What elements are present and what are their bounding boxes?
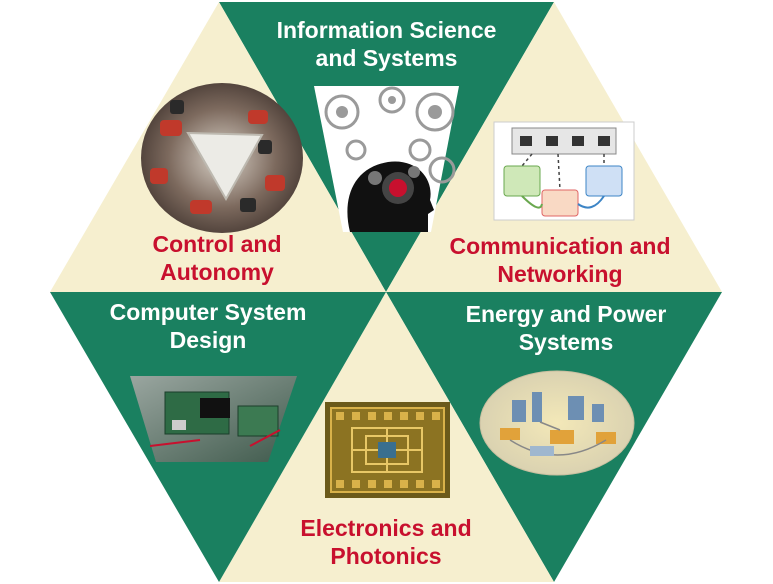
label-electronics-photonics: Electronics and Photonics <box>270 514 502 570</box>
label-line: Systems <box>518 329 614 355</box>
label-line: Information Science <box>276 17 497 43</box>
label-energy-power: Energy and Power Systems <box>438 300 694 356</box>
label-line: Networking <box>497 261 623 287</box>
circuit-board-icon <box>130 376 297 462</box>
label-line: Photonics <box>330 543 442 569</box>
gears-head-icon <box>314 86 459 232</box>
label-computer-system-design: Computer System Design <box>88 298 328 354</box>
label-line: Design <box>169 327 247 353</box>
label-line: Control and <box>152 231 282 257</box>
label-line: and Systems <box>315 45 458 71</box>
label-communication-networking: Communication and Networking <box>420 232 700 288</box>
label-line: Computer System <box>109 299 307 325</box>
label-information-science: Information Science and Systems <box>219 16 554 72</box>
label-control-autonomy: Control and Autonomy <box>112 230 322 286</box>
robots-table-icon <box>141 83 303 233</box>
power-grid-icon <box>479 370 635 476</box>
network-diagram-icon <box>493 121 635 221</box>
chip-die-icon <box>325 402 450 498</box>
label-line: Energy and Power <box>465 301 667 327</box>
label-line: Autonomy <box>160 259 274 285</box>
label-line: Communication and <box>449 233 671 259</box>
label-line: Electronics and <box>300 515 472 541</box>
